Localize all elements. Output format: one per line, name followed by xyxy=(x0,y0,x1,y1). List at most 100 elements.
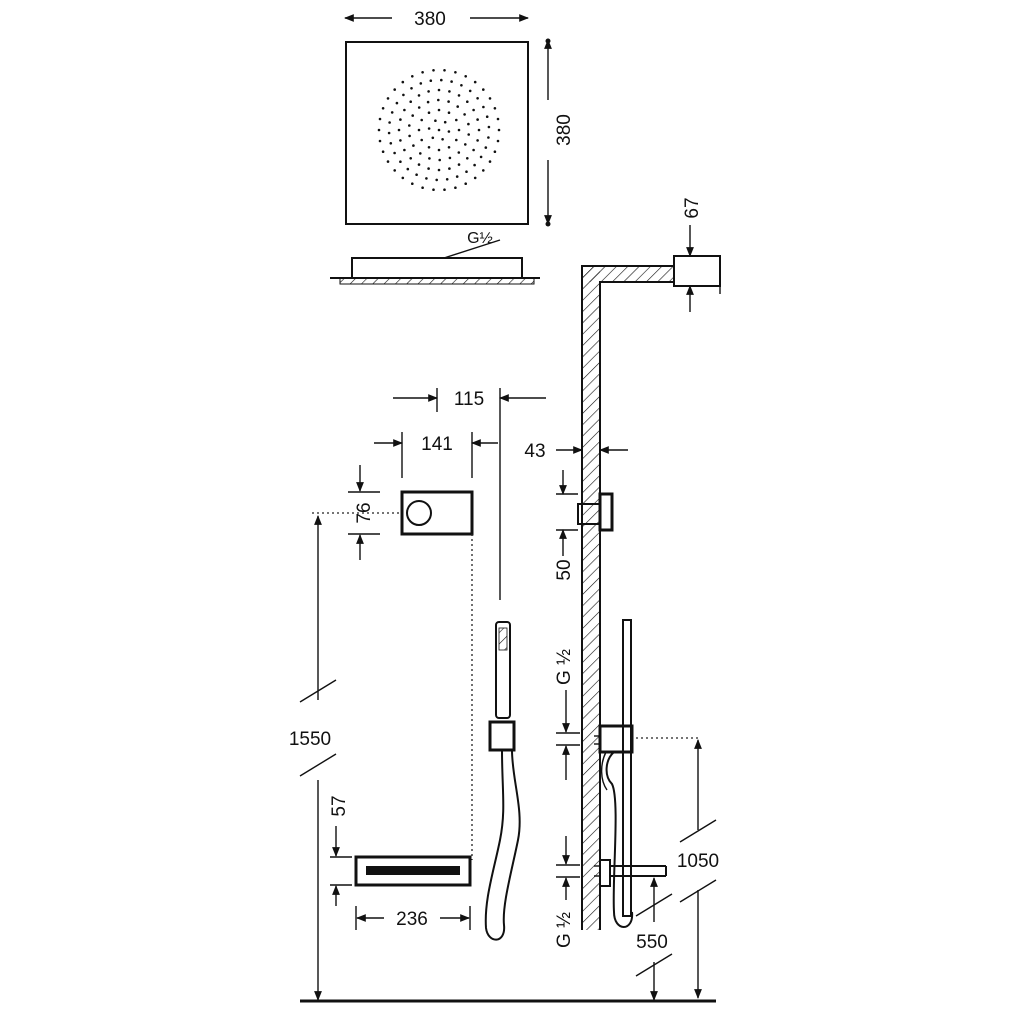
nozzle-dot xyxy=(476,118,479,121)
nozzle-dot xyxy=(454,186,457,189)
mixer-width-dimension: 141 xyxy=(374,432,498,478)
shower-head-top-view xyxy=(345,41,529,225)
spout-thread-label: G ½ xyxy=(554,912,575,948)
nozzle-dot xyxy=(457,94,461,97)
nozzle-dot xyxy=(441,138,444,141)
hand-shower-front-view xyxy=(484,621,521,941)
nozzle-dot xyxy=(476,97,479,100)
nozzle-dot xyxy=(473,176,477,180)
nozzle-dot xyxy=(488,97,492,100)
nozzle-dot xyxy=(393,151,396,155)
nozzle-dot xyxy=(378,139,382,143)
nozzle-dot xyxy=(485,115,489,118)
nozzle-dot xyxy=(408,124,411,127)
nozzle-dot xyxy=(482,169,485,172)
nozzle-dot xyxy=(425,177,428,180)
nozzle-dot xyxy=(402,93,405,97)
spout-width-dimension: 236 xyxy=(355,906,471,930)
mixer-height-dimension: 76 xyxy=(348,465,380,560)
nozzle-dot xyxy=(467,133,471,136)
nozzle-dot xyxy=(457,151,461,154)
nozzle-dot xyxy=(387,131,391,135)
nozzle-dot xyxy=(484,146,488,149)
nozzle-dot xyxy=(388,121,391,124)
nozzle-dot xyxy=(420,118,424,122)
nozzle-dot xyxy=(427,167,430,170)
nozzle-dot xyxy=(447,100,450,103)
nozzle-dot xyxy=(408,134,411,138)
nozzle-dot xyxy=(417,106,421,109)
nozzle-dot xyxy=(399,118,402,121)
nozzle-dot xyxy=(393,88,397,91)
nozzle-dot xyxy=(431,136,435,140)
nozzle-dot xyxy=(427,90,430,93)
head-thread-label: G½ xyxy=(467,230,493,247)
slide-rail-side-view xyxy=(594,619,634,928)
nozzle-dot xyxy=(421,186,424,189)
nozzle-dot xyxy=(455,175,459,178)
nozzle-dot xyxy=(443,69,446,72)
nozzle-dot xyxy=(401,176,405,180)
wall-section xyxy=(581,265,674,930)
nozzle-dot xyxy=(477,128,481,132)
nozzle-dot xyxy=(432,69,435,72)
nozzle-dot xyxy=(464,75,468,78)
nozzle-dot xyxy=(440,78,443,82)
nozzle-dot xyxy=(401,80,405,84)
head-width-label: 380 xyxy=(414,9,446,30)
wall-offset-dimension: 43 xyxy=(524,440,628,462)
nozzle-dot xyxy=(447,146,451,149)
nozzle-dot xyxy=(447,130,451,133)
nozzle-dot xyxy=(482,88,485,91)
mixer-width-label: 141 xyxy=(421,434,453,455)
nozzle-dot xyxy=(417,94,421,97)
nozzle-dot xyxy=(406,167,410,171)
nozzle-dot xyxy=(457,163,461,166)
nozzle-dot xyxy=(476,139,479,142)
nozzle-dot xyxy=(437,88,441,92)
nozzle-dot xyxy=(497,128,501,132)
nozzle-dot xyxy=(496,117,500,121)
nozzle-dot xyxy=(479,155,483,159)
nozzle-dot xyxy=(455,138,458,142)
nozzle-dot xyxy=(434,119,437,122)
nozzle-dot xyxy=(389,142,393,145)
spout-height-dimension: 57 xyxy=(329,795,352,906)
nozzle-dot xyxy=(447,111,451,114)
nozzle-dot xyxy=(457,128,461,132)
nozzle-dot xyxy=(487,136,490,139)
mixer-front-view xyxy=(400,490,474,536)
head-depth-dimension: 380 xyxy=(544,38,575,227)
shower-head-nozzles xyxy=(377,69,501,191)
nozzle-dot xyxy=(472,148,475,152)
nozzle-dot xyxy=(472,108,475,112)
nozzle-dot xyxy=(411,75,414,78)
nozzle-dot xyxy=(460,84,463,87)
nozzle-dot xyxy=(437,168,441,172)
nozzle-dot xyxy=(456,105,460,108)
nozzle-dot xyxy=(437,108,441,112)
nozzle-dot xyxy=(473,163,476,167)
nozzle-dot xyxy=(417,163,421,166)
nozzle-dot xyxy=(445,178,449,181)
arm-to-mixer-label: 50 xyxy=(554,559,575,580)
spout-width-label: 236 xyxy=(396,909,428,930)
nozzle-dot xyxy=(437,148,441,152)
nozzle-dot xyxy=(378,117,382,121)
nozzle-dot xyxy=(395,101,399,105)
nozzle-dot xyxy=(473,80,477,84)
nozzle-dot xyxy=(386,97,390,100)
nozzle-dot xyxy=(409,157,413,160)
arm-to-mixer-dimension: 50 xyxy=(554,470,578,581)
overall-height-label: 1550 xyxy=(289,729,331,750)
arm-thickness-dimension: 67 xyxy=(682,197,703,312)
nozzle-dot xyxy=(426,100,430,104)
nozzle-dot xyxy=(417,128,421,132)
nozzle-dot xyxy=(427,146,431,149)
overall-height-dimension: 1550 xyxy=(289,515,337,1001)
nozzle-dot xyxy=(403,148,406,152)
nozzle-dot xyxy=(435,178,439,182)
nozzle-dot xyxy=(443,120,447,124)
nozzle-dot xyxy=(421,71,424,74)
